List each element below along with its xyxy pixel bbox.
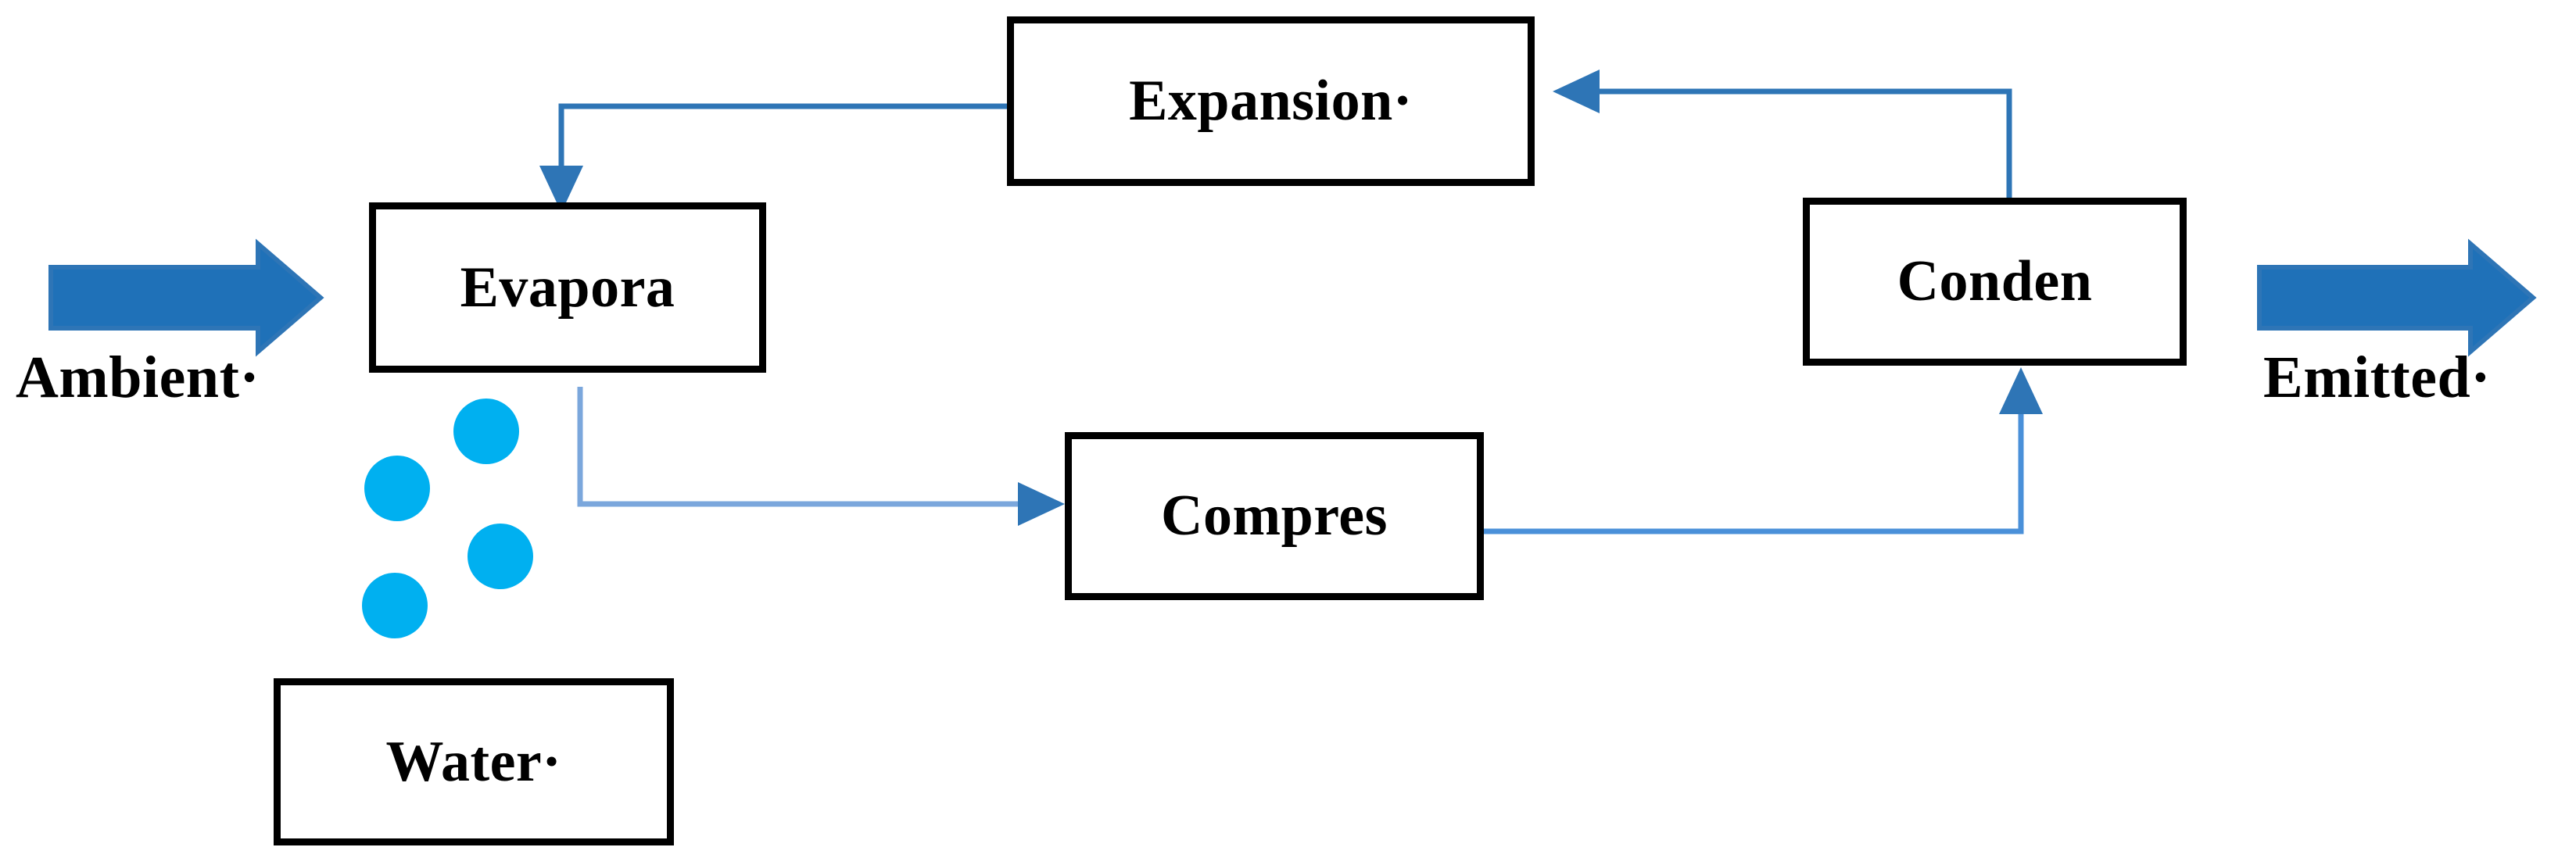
node-evaporator-label: Evapora — [460, 255, 675, 320]
ambient-label: Ambient· — [16, 345, 260, 410]
node-condenser[interactable]: Conden — [1803, 198, 2187, 366]
node-evaporator[interactable]: Evapora — [369, 202, 766, 373]
node-condenser-label: Conden — [1897, 249, 2093, 313]
node-compressor[interactable]: Compres — [1065, 432, 1484, 600]
arrowhead-right-icon — [1018, 482, 1065, 526]
emitted-label: Emitted· — [2263, 345, 2492, 410]
node-compressor-label: Compres — [1161, 484, 1388, 548]
connector-compressor-to-condenser — [1484, 367, 2043, 534]
node-expansion[interactable]: Expansion· — [1007, 16, 1535, 186]
water-droplet-icon — [364, 456, 430, 521]
connector-condenser-to-expansion — [1553, 70, 2012, 198]
node-water[interactable]: Water· — [274, 678, 674, 845]
emitted-outflow-arrow — [2257, 238, 2537, 357]
ambient-inflow-arrow — [48, 238, 324, 357]
node-expansion-label: Expansion· — [1129, 69, 1413, 133]
arrowhead-up-icon — [1999, 367, 2043, 414]
water-droplet-icon — [453, 399, 519, 464]
water-droplet-icon — [468, 524, 533, 589]
node-water-label: Water· — [385, 729, 562, 794]
water-droplet-icon — [362, 573, 428, 638]
connector-evaporator-to-compressor — [577, 387, 1065, 526]
arrowhead-left-icon — [1553, 70, 1600, 113]
connector-expansion-to-evaporator — [539, 103, 1007, 213]
